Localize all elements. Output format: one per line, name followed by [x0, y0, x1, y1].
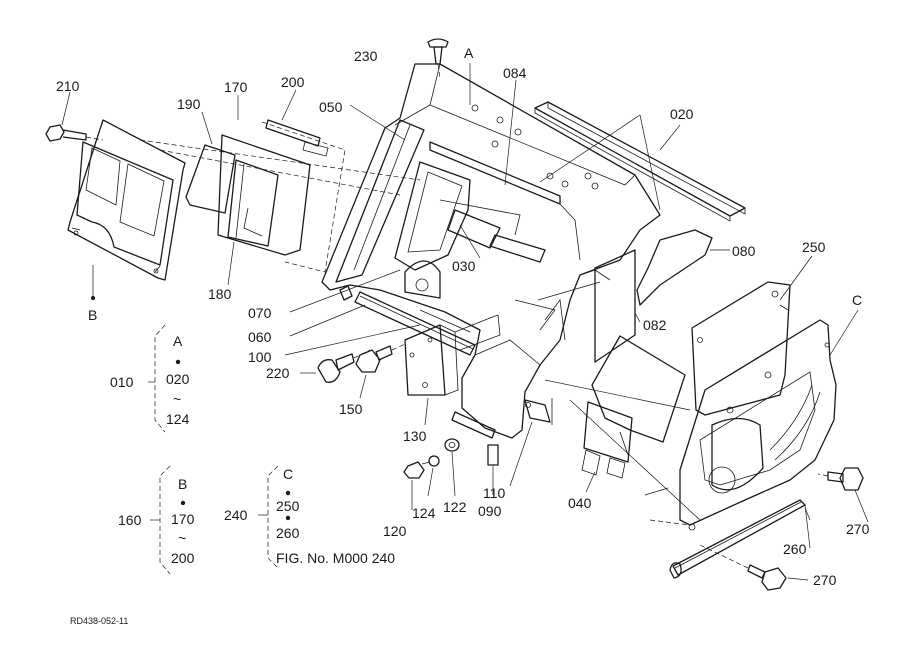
group-a-number: 010: [110, 374, 134, 390]
label-120: 120: [383, 523, 407, 539]
panel-b: [67, 119, 186, 300]
label-270-upper: 270: [846, 521, 870, 537]
part-labels: 210 190 170 200 230 A 084 050 020 080 25…: [56, 45, 870, 588]
label-200: 200: [281, 74, 305, 90]
screw-230: [427, 38, 449, 79]
label-060: 060: [248, 329, 272, 345]
group-bracket-c: [258, 465, 291, 569]
main-frame: [321, 63, 661, 439]
group-b-tilde: ~: [178, 530, 186, 546]
strip-260: [669, 499, 811, 579]
group-a-tilde: ~: [173, 391, 181, 407]
clip-090: [451, 411, 499, 495]
group-c-number: 240: [224, 507, 248, 523]
group-a-first: 020: [166, 371, 190, 387]
label-270-lower: 270: [813, 572, 837, 588]
group-a-head: A: [173, 333, 183, 349]
label-082: 082: [643, 317, 667, 333]
group-c-labels: 240 C 250 260 FIG. No. M000 240: [224, 466, 395, 566]
bolt-270-upper: [817, 467, 869, 523]
cover-c: [679, 309, 859, 531]
group-b-labels: 160 B 170 ~ 200: [118, 476, 195, 566]
bolt-210: [45, 91, 104, 142]
label-a-marker: A: [464, 45, 474, 61]
label-122: 122: [443, 499, 467, 515]
drawing-code: RD438-052-11: [70, 616, 128, 626]
label-170: 170: [224, 79, 248, 95]
piece-080: [636, 229, 730, 306]
label-030: 030: [452, 258, 476, 274]
group-c-head: C: [283, 466, 293, 482]
group-b-head: B: [178, 476, 187, 492]
label-090: 090: [478, 503, 502, 519]
group-c-second: 260: [276, 525, 300, 541]
label-190: 190: [177, 96, 201, 112]
label-210: 210: [56, 78, 80, 94]
group-a-labels: 010 A 020 ~ 124: [110, 333, 190, 427]
group-a-last: 124: [166, 411, 190, 427]
label-124: 124: [412, 505, 436, 521]
group-c-figure-ref: FIG. No. M000 240: [276, 550, 395, 566]
bolt-270-lower: [699, 544, 809, 591]
group-bracket-a: [148, 324, 181, 433]
plate-040: [581, 335, 686, 493]
label-230: 230: [354, 48, 378, 64]
label-130: 130: [403, 428, 427, 444]
label-c-marker: C: [852, 292, 862, 308]
strip-020: [534, 101, 746, 222]
label-070: 070: [248, 305, 272, 321]
group-c-first: 250: [276, 498, 300, 514]
label-050: 050: [319, 99, 343, 115]
label-180: 180: [208, 286, 232, 302]
group-b-first: 170: [171, 511, 195, 527]
group-b-last: 200: [171, 550, 195, 566]
label-220: 220: [266, 365, 290, 381]
label-100: 100: [248, 349, 272, 365]
label-150: 150: [339, 401, 363, 417]
bracket-130: [404, 314, 501, 426]
plate-082: [594, 249, 641, 363]
rail-060: [284, 269, 476, 356]
fasteners-120-124: [403, 438, 460, 510]
group-bracket-b: [150, 465, 186, 575]
label-080: 080: [732, 243, 756, 259]
label-250: 250: [802, 239, 826, 255]
label-040: 040: [568, 495, 592, 511]
pads-170-200: [139, 89, 421, 286]
leader-lines: [537, 281, 701, 526]
label-b-marker: B: [88, 307, 97, 323]
label-260: 260: [783, 541, 807, 557]
label-020: 020: [670, 106, 694, 122]
bolt-150: [355, 343, 406, 399]
label-110: 110: [483, 485, 506, 501]
label-084: 084: [503, 65, 527, 81]
group-b-number: 160: [118, 512, 142, 528]
clip-110: [509, 398, 553, 487]
plate-250: [691, 255, 813, 416]
